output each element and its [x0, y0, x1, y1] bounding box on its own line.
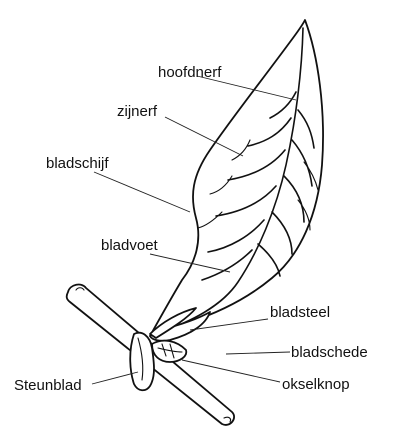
label-steunblad: Steunblad [14, 377, 82, 394]
label-bladschede: bladschede [291, 344, 368, 361]
label-hoofdnerf: hoofdnerf [158, 64, 222, 81]
leader-steunblad [92, 372, 138, 384]
label-okselknop: okselknop [282, 376, 350, 393]
label-bladschijf: bladschijf [46, 155, 109, 172]
label-bladsteel: bladsteel [270, 304, 330, 321]
stipule [130, 333, 154, 391]
label-bladvoet: bladvoet [101, 237, 159, 254]
label-zijnerf: zijnerf [117, 103, 158, 120]
leader-bladschijf [94, 172, 190, 212]
leader-bladschede [226, 352, 290, 354]
leader-okselknop [182, 360, 280, 382]
